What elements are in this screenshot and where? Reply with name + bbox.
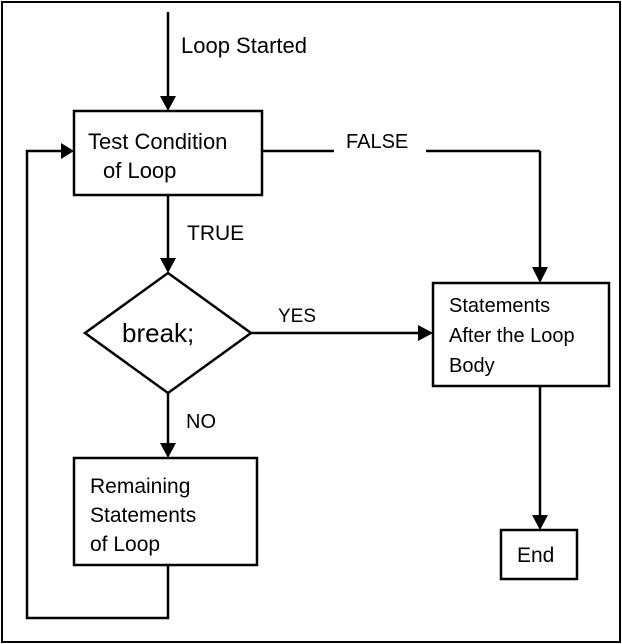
after-loop-line-3: Body bbox=[449, 355, 495, 377]
after-loop-line-1: Statements bbox=[449, 295, 550, 317]
remaining-line-2: Statements bbox=[90, 504, 196, 527]
remaining-line-3: of Loop bbox=[90, 533, 160, 556]
test-condition-line-1: Test Condition bbox=[88, 129, 227, 154]
start-label: Loop Started bbox=[181, 33, 307, 58]
yes-arrow-head bbox=[418, 325, 433, 341]
test-condition-box bbox=[72, 109, 264, 197]
true-arrow-head bbox=[160, 258, 176, 273]
test-condition-line-2: of Loop bbox=[103, 158, 176, 183]
end-label: End bbox=[517, 544, 554, 567]
break-label: break; bbox=[122, 318, 194, 348]
false-arrow-head bbox=[532, 267, 548, 283]
remaining-statements-box bbox=[72, 456, 259, 567]
after-loop-line-2: After the Loop bbox=[449, 325, 575, 347]
remaining-line-1: Remaining bbox=[90, 475, 190, 498]
end-box bbox=[499, 528, 579, 581]
false-label: FALSE bbox=[346, 131, 408, 153]
no-label: NO bbox=[186, 411, 216, 433]
true-label: TRUE bbox=[187, 222, 244, 245]
start-arrow-head bbox=[160, 96, 176, 111]
loop-back-line bbox=[25, 149, 170, 620]
loop-back-arrow-head bbox=[61, 143, 74, 159]
no-arrow-head bbox=[160, 443, 176, 458]
yes-label: YES bbox=[278, 306, 316, 327]
end-arrow-head bbox=[532, 515, 548, 530]
after-loop-box bbox=[431, 281, 611, 388]
